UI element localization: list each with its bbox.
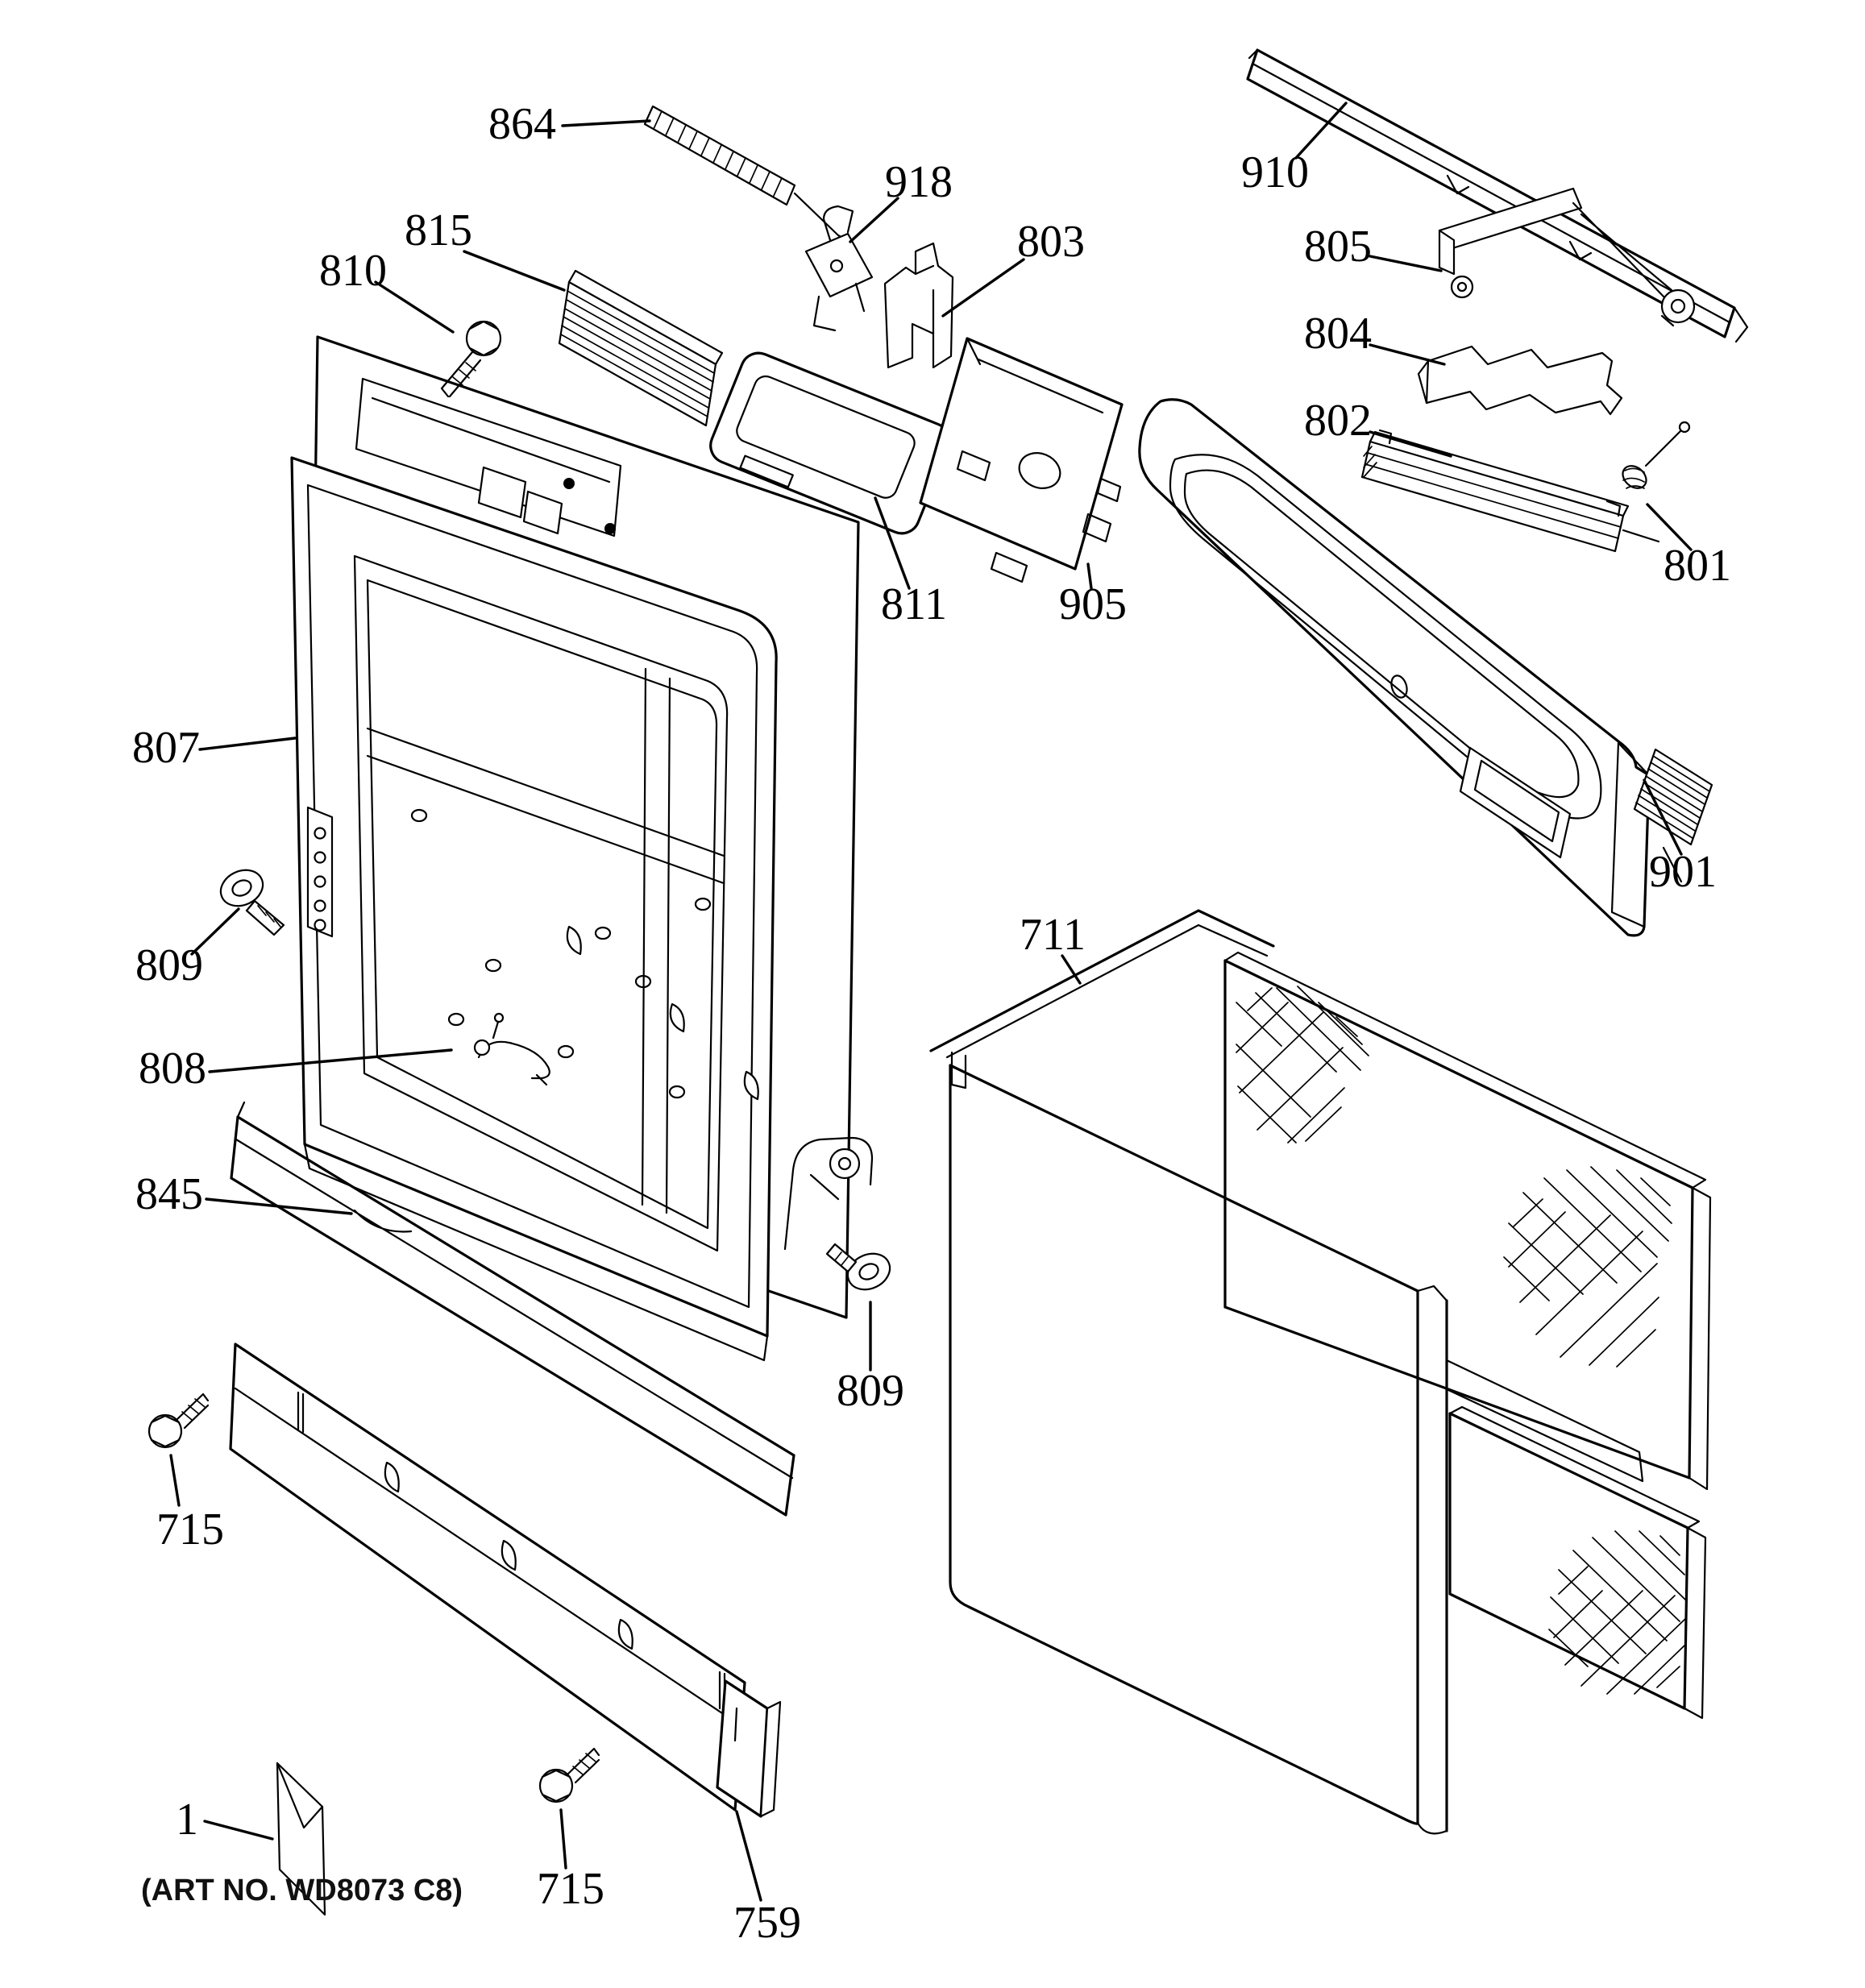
part-screw-810	[440, 320, 502, 398]
part-end-cap-759	[716, 1679, 782, 1818]
callout-918-leader	[849, 197, 899, 243]
callout-811-label: 811	[881, 579, 947, 629]
part-bracket-805	[1438, 187, 1696, 327]
callout-809-right-label: 809	[837, 1366, 904, 1416]
callout-803-label: 803	[1017, 217, 1085, 267]
part-kick-panel	[229, 1343, 746, 1812]
callout-715-middle-leader	[559, 1808, 567, 1870]
part-control-module-905	[919, 337, 1124, 583]
callout-810-leader	[374, 280, 455, 334]
part-vent-grille-815	[558, 269, 724, 427]
part-door-latch-918	[804, 205, 874, 332]
callout-labels: 864 918 815 810 803 910 805 804 802 801 …	[132, 99, 1731, 1948]
callout-811-leader	[874, 496, 911, 590]
callout-808-label: 808	[139, 1044, 206, 1094]
callout-804-leader	[1369, 343, 1446, 366]
callout-801-leader	[1646, 503, 1693, 551]
part-insulation-lower	[1448, 1405, 1707, 1720]
callout-803-leader	[941, 258, 1025, 317]
part-door-frame-807	[290, 456, 874, 1362]
part-screw-715-middle	[538, 1747, 600, 1803]
callout-910-leader	[1294, 102, 1348, 160]
callout-715-left-label: 715	[156, 1504, 224, 1554]
part-literature-1	[276, 1762, 326, 1916]
part-fastener-809-right	[825, 1243, 891, 1291]
part-side-wrap-711	[929, 909, 1448, 1835]
part-clip-808	[473, 1012, 550, 1086]
callout-1-label: 1	[176, 1795, 198, 1845]
part-bracket-803	[883, 242, 954, 369]
callout-845-label: 845	[135, 1169, 203, 1219]
callout-804-label: 804	[1304, 309, 1372, 359]
callout-leaders	[169, 102, 1693, 1902]
part-fastener-809-left	[219, 869, 285, 936]
callout-901-leader	[1643, 778, 1683, 856]
callout-918-label: 918	[885, 157, 953, 207]
part-access-panel-845	[230, 1101, 795, 1517]
callout-759-label: 759	[733, 1898, 801, 1948]
callout-910-label: 910	[1241, 147, 1309, 197]
art-number-label: (ART NO. WD8073 C8)	[141, 1874, 463, 1907]
callout-815-leader	[463, 250, 566, 292]
part-trim-strip-802	[1360, 429, 1660, 553]
callout-901-label: 901	[1649, 847, 1717, 897]
part-vent-strip-864	[643, 105, 848, 242]
callout-815-label: 815	[405, 205, 472, 255]
callout-802-leader	[1369, 430, 1452, 458]
callout-807-label: 807	[132, 723, 200, 773]
part-insulation-upper	[1223, 951, 1712, 1491]
part-escutcheon-901	[1138, 398, 1713, 937]
callout-801-label: 801	[1664, 541, 1731, 591]
callout-905-label: 905	[1059, 579, 1127, 629]
callout-864-label: 864	[488, 99, 556, 149]
callout-711-label: 711	[1020, 910, 1086, 960]
callout-715-middle-label: 715	[537, 1864, 604, 1914]
callout-809-left-label: 809	[135, 940, 203, 990]
callout-715-left-leader	[169, 1454, 181, 1507]
part-top-trim-910	[1246, 48, 1749, 343]
callout-810-label: 810	[319, 246, 387, 296]
callout-905-leader	[1086, 562, 1093, 590]
part-fastener-801	[1622, 421, 1691, 489]
callout-808-leader	[208, 1048, 453, 1073]
callout-711-leader	[1061, 954, 1082, 985]
callout-802-label: 802	[1304, 396, 1372, 446]
callout-805-label: 805	[1304, 222, 1372, 272]
part-screw-715-left	[147, 1392, 210, 1449]
callout-845-leader	[205, 1197, 353, 1215]
callout-807-leader	[198, 737, 297, 751]
callout-1-leader	[203, 1820, 274, 1841]
part-bracket-804	[1417, 345, 1623, 416]
callout-864-leader	[561, 119, 651, 127]
part-divider-rail	[1445, 1359, 1644, 1483]
callout-805-leader	[1369, 255, 1443, 272]
callout-759-leader	[735, 1810, 762, 1902]
callout-809-left-leader	[190, 907, 240, 956]
